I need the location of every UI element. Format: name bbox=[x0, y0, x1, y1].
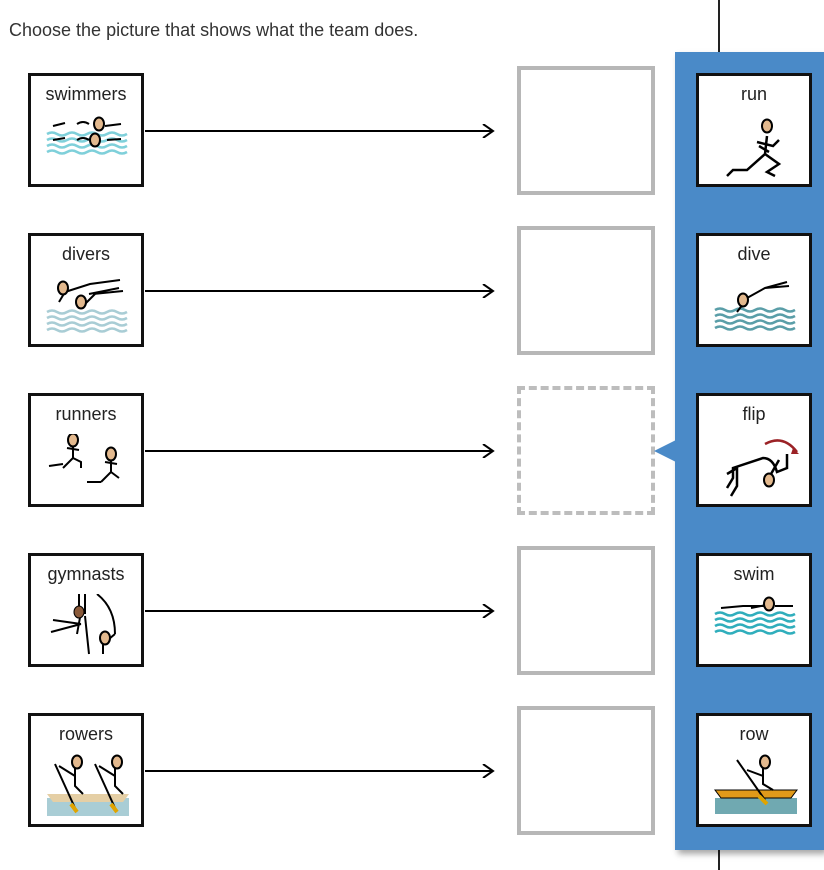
choice-card-dive[interactable]: dive bbox=[696, 233, 812, 347]
gymnasts-icon bbox=[50, 594, 116, 655]
choice-label: swim bbox=[733, 564, 775, 584]
arrow-icon bbox=[145, 124, 495, 138]
drop-target-gymnasts[interactable] bbox=[517, 546, 655, 675]
choice-label: run bbox=[740, 84, 767, 104]
drop-target-divers[interactable] bbox=[517, 226, 655, 355]
team-label: rowers bbox=[58, 724, 113, 744]
drop-target-rowers[interactable] bbox=[517, 706, 655, 835]
team-card-divers: divers bbox=[28, 233, 144, 347]
arrow-icon bbox=[145, 764, 495, 778]
choice-label: dive bbox=[737, 244, 771, 264]
divider-line bbox=[718, 850, 720, 870]
drop-target-swimmers[interactable] bbox=[517, 66, 655, 195]
swim-icon bbox=[714, 596, 796, 635]
choice-card-row[interactable]: row bbox=[696, 713, 812, 827]
choice-card-swim[interactable]: swim bbox=[696, 553, 812, 667]
team-label: swimmers bbox=[45, 84, 127, 104]
team-card-runners: runners bbox=[28, 393, 144, 507]
arrow-icon bbox=[145, 284, 495, 298]
arrow-icon bbox=[145, 604, 495, 618]
team-label: gymnasts bbox=[47, 564, 125, 584]
divers-icon bbox=[46, 279, 128, 333]
runners-icon bbox=[48, 434, 120, 483]
run-icon bbox=[726, 118, 782, 178]
choice-label: row bbox=[739, 724, 769, 744]
divider-line bbox=[718, 0, 720, 52]
flip-icon bbox=[725, 439, 799, 497]
swimmers-icon bbox=[46, 116, 128, 155]
dive-icon bbox=[714, 281, 796, 331]
choice-label: flip bbox=[742, 404, 766, 424]
panel-pointer bbox=[654, 440, 676, 462]
drop-target-runners[interactable] bbox=[517, 386, 655, 515]
rowers-icon bbox=[47, 754, 129, 816]
arrow-icon bbox=[145, 444, 495, 458]
choice-card-flip[interactable]: flip bbox=[696, 393, 812, 507]
team-label: runners bbox=[55, 404, 117, 424]
instruction-text: Choose the picture that shows what the t… bbox=[9, 20, 419, 40]
team-card-gymnasts: gymnasts bbox=[28, 553, 144, 667]
team-label: divers bbox=[61, 244, 110, 264]
choice-card-run[interactable]: run bbox=[696, 73, 812, 187]
team-card-swimmers: swimmers bbox=[28, 73, 144, 187]
row-icon bbox=[714, 754, 798, 814]
team-card-rowers: rowers bbox=[28, 713, 144, 827]
